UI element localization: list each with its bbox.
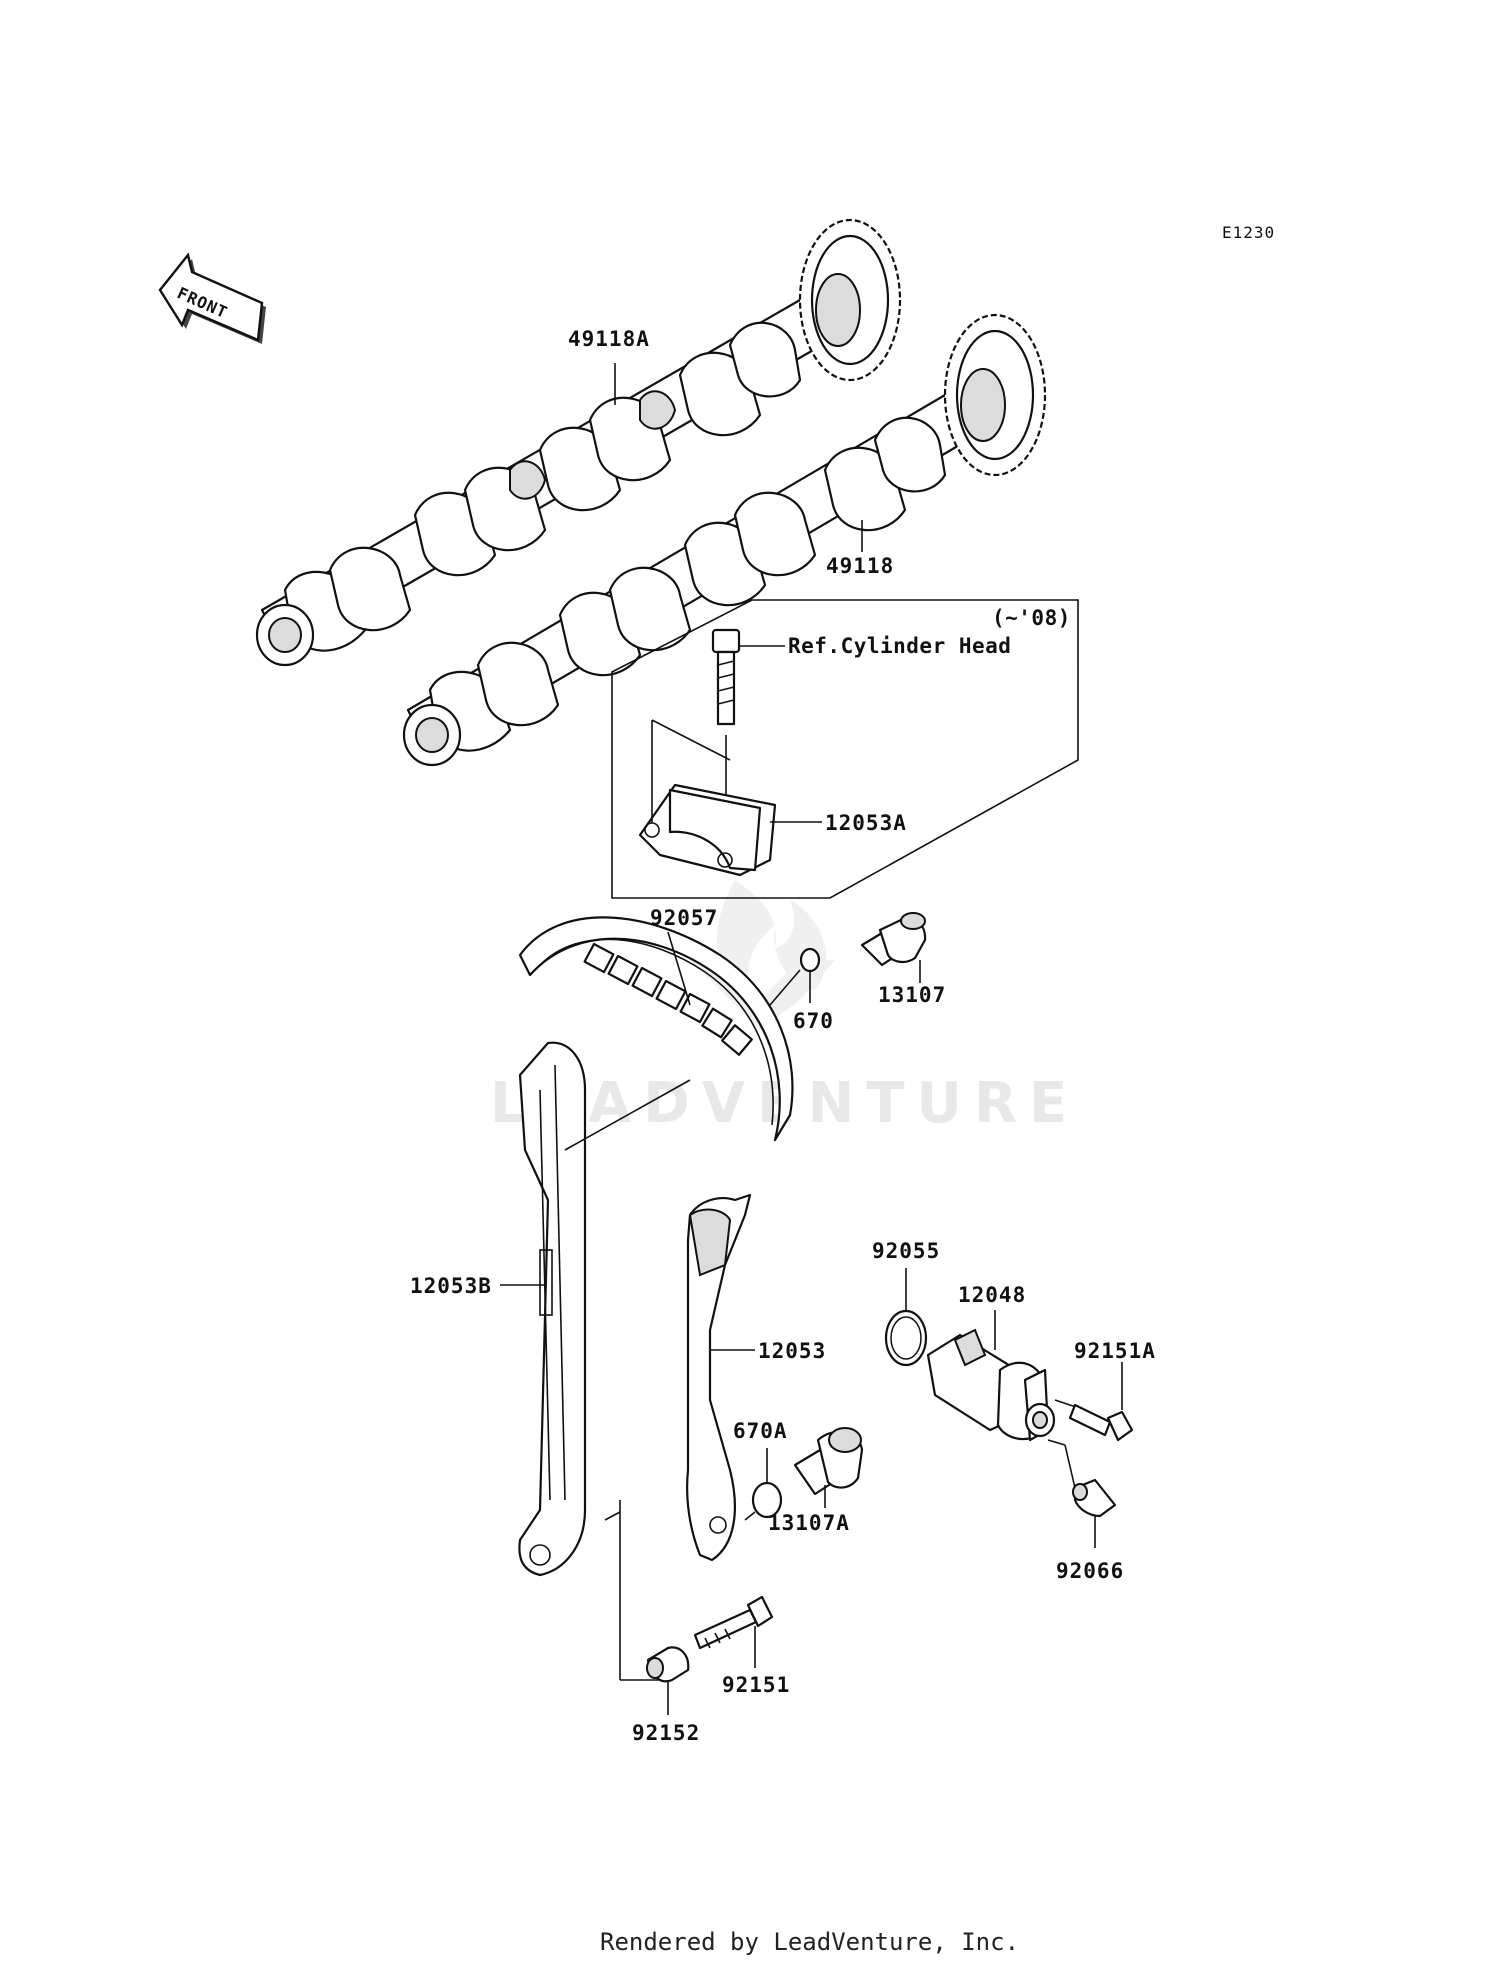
pin-13107: 13107 bbox=[860, 912, 946, 1007]
svg-text:670: 670 bbox=[793, 1009, 834, 1033]
front-arrow-icon: FRONT bbox=[158, 252, 266, 344]
chain-guide-12053b: 12053B bbox=[410, 1041, 691, 1577]
pin-13107a: 13107A bbox=[768, 1427, 864, 1535]
svg-text:92151: 92151 bbox=[722, 1673, 790, 1697]
svg-text:12048: 12048 bbox=[958, 1283, 1026, 1307]
svg-text:13107A: 13107A bbox=[768, 1511, 850, 1535]
ref-cylinder-head: Ref.Cylinder Head bbox=[788, 634, 1011, 658]
svg-text:12053B: 12053B bbox=[410, 1274, 492, 1298]
gasket-92055: 92055 bbox=[872, 1239, 940, 1367]
o-ring-670a: 670A bbox=[733, 1419, 788, 1521]
collar-92152: 92152 bbox=[632, 1646, 700, 1745]
svg-text:12053: 12053 bbox=[758, 1339, 826, 1363]
svg-text:92055: 92055 bbox=[872, 1239, 940, 1263]
inset-range: (~'08) bbox=[992, 606, 1071, 630]
svg-text:49118A: 49118A bbox=[568, 327, 650, 351]
label-49118: 49118 bbox=[826, 520, 894, 578]
svg-text:12053A: 12053A bbox=[825, 811, 907, 835]
o-ring-670: 670 bbox=[769, 947, 834, 1033]
tensioner-12048: 12048 bbox=[926, 1283, 1086, 1489]
inset-box: (~'08) Ref.Cylinder Head 12053A bbox=[611, 599, 1079, 899]
bolt-92151a: 92151A bbox=[1068, 1339, 1156, 1442]
camshaft-49118 bbox=[402, 313, 1047, 767]
cam-chain-92057: 92057 bbox=[518, 906, 794, 1142]
svg-text:92151A: 92151A bbox=[1074, 1339, 1156, 1363]
bolt-92066: 92066 bbox=[1056, 1478, 1124, 1583]
svg-text:92066: 92066 bbox=[1056, 1559, 1124, 1583]
diagram-code: E1230 bbox=[1222, 223, 1275, 242]
footer-credit: Rendered by LeadVenture, Inc. bbox=[600, 1928, 1019, 1956]
camshaft-49118a bbox=[255, 218, 902, 667]
svg-text:670A: 670A bbox=[733, 1419, 788, 1443]
chain-guide-12053: 12053 bbox=[604, 1193, 826, 1681]
svg-text:13107: 13107 bbox=[878, 983, 946, 1007]
svg-text:49118: 49118 bbox=[826, 554, 894, 578]
label-49118a: 49118A bbox=[568, 327, 650, 405]
svg-text:92152: 92152 bbox=[632, 1721, 700, 1745]
bolt-92151: 92151 bbox=[693, 1595, 790, 1697]
svg-text:92057: 92057 bbox=[650, 906, 718, 930]
